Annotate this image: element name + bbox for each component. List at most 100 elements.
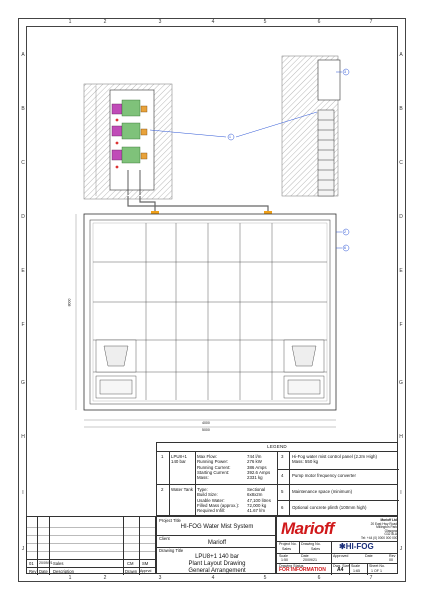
scale-value: 1:50 xyxy=(281,558,288,562)
legend-num-6: 6 xyxy=(281,505,284,510)
control-panel xyxy=(317,59,341,101)
legend-specs-2: Type: Build Size: Usable Water: Filled M… xyxy=(197,487,240,514)
approved-label: Approved xyxy=(333,554,349,558)
rev-header-desc: Description xyxy=(53,569,74,574)
callout-6: 6 xyxy=(344,246,346,250)
drawing-title-line-3: General Arrangement xyxy=(188,568,246,574)
tank-hatch-left xyxy=(95,339,137,399)
callout-circles xyxy=(227,68,350,252)
company-address: Marioff Ltd 20 East Hwy Road Millington … xyxy=(361,518,398,540)
drawing-no-label: Drawing No. xyxy=(301,542,321,546)
callout-1: 1 xyxy=(229,135,231,139)
rev-desc-cell: Sales xyxy=(53,561,64,566)
drawing-title-line-1: LPU8+1 140 bar xyxy=(195,554,239,560)
legend-name-2: Water Tank xyxy=(171,487,193,492)
row-j: J xyxy=(399,546,403,552)
legend-num-5: 5 xyxy=(281,489,284,494)
row-d: D xyxy=(399,214,403,220)
drawing-title-line-2: Plant Layout Drawing xyxy=(188,561,246,567)
dim-overall-width: 5000 xyxy=(202,428,210,432)
legend-text-5: Maintenance space (minimum) xyxy=(292,489,353,494)
legend-name-1: LPU8+1 140 bar xyxy=(171,454,187,465)
legend-specs-1: Max Flow: Running Power: Running Current… xyxy=(197,454,231,481)
dim-inner-width: 4000 xyxy=(202,421,210,425)
row-j: J xyxy=(21,546,25,552)
row-c: C xyxy=(399,160,403,166)
date2-label: Date xyxy=(365,554,373,558)
col-2: 2 xyxy=(103,19,107,25)
project-no: Sales xyxy=(282,547,291,551)
drawing-no: Sales xyxy=(311,547,320,551)
pump-unit xyxy=(109,89,155,195)
row-a: A xyxy=(399,52,403,58)
revision-block: 01 20/09/21 Sales CM SM Rev Date Descrip… xyxy=(26,516,156,575)
legend-text-4: Pump motor frequency converter xyxy=(292,473,356,478)
rev-drawn-cell: CM xyxy=(127,561,134,566)
col-5: 5 xyxy=(263,19,267,25)
title-block-center: Project Title HI-FOG Water Mist System C… xyxy=(156,516,276,574)
callout-leaders xyxy=(149,71,342,249)
col-1: 1 xyxy=(68,19,72,25)
dim-height: 8000 xyxy=(67,298,72,307)
dwg-size-label: Dwg. Size xyxy=(333,564,350,568)
col-4: 4 xyxy=(211,19,215,25)
hifog-logo: ✱HI-FOG xyxy=(339,542,374,551)
legend-num-1: 1 xyxy=(161,454,164,459)
col-3: 3 xyxy=(158,575,162,581)
rev-value: 00 xyxy=(389,558,393,562)
snowflake-icon: ✱ xyxy=(339,542,346,551)
client-label: Client xyxy=(159,536,170,541)
rev-apprvd-cell: SM xyxy=(142,561,149,566)
legend-text-3: Hi-Fog water mist control panel (2.2m Hi… xyxy=(292,454,377,465)
row-g: G xyxy=(21,380,25,386)
row-c: C xyxy=(21,160,25,166)
drawing-title-label: Drawing Title xyxy=(159,548,184,553)
drawing-status-label: Drawing Status xyxy=(279,564,304,568)
legend-table: LEGEND 1 LPU8+1 140 bar Max Flow: Runnin… xyxy=(156,442,399,517)
project-no-label: Project No. xyxy=(279,542,297,546)
row-f: F xyxy=(21,322,25,328)
legend-values-2: Sectional 6x8x2m 47,100 litres 72,000 kg… xyxy=(247,487,271,514)
rev-date-cell: 20/09/21 xyxy=(39,561,53,565)
dimensions xyxy=(75,86,336,428)
row-e: E xyxy=(21,268,25,274)
legend-values-1: 744 l/m 276 kW 386 Amps 392.6 Amps 2331 … xyxy=(247,454,271,481)
callout-3: 3 xyxy=(344,70,346,74)
sheet-scale: 1:65 xyxy=(353,569,360,573)
callout-2: 2 xyxy=(344,230,346,234)
legend-num-3: 3 xyxy=(281,454,284,459)
date-label: Date xyxy=(301,554,309,558)
col-6: 6 xyxy=(317,19,321,25)
col-3: 3 xyxy=(158,19,162,25)
dwg-size: A4 xyxy=(337,567,344,573)
tank-hatch-right xyxy=(283,339,325,399)
project-title-label: Project Title xyxy=(159,518,181,523)
row-f: F xyxy=(399,322,403,328)
sheet-no: 1 OF 1 xyxy=(371,569,382,573)
row-i: I xyxy=(400,490,402,496)
row-b: B xyxy=(21,106,25,112)
frequency-converters xyxy=(317,109,335,197)
client-name: Marioff xyxy=(207,540,227,546)
sheet-border xyxy=(18,18,406,582)
row-e: E xyxy=(399,268,403,274)
drawing-status: FOR INFORMATION xyxy=(279,567,326,573)
legend-num-4: 4 xyxy=(281,473,284,478)
row-b: B xyxy=(399,106,403,112)
sheet-no-label: Sheet No. xyxy=(369,564,385,568)
row-d: D xyxy=(21,214,25,220)
legend-num-2: 2 xyxy=(161,487,164,492)
rev-cell: 01 xyxy=(29,561,34,566)
scale-label: Scale xyxy=(279,554,288,558)
sheet-scale-label: Scale xyxy=(351,564,360,568)
rev-header-apprvd: Apprvd xyxy=(140,569,152,573)
col-5: 5 xyxy=(263,575,267,581)
col-4: 4 xyxy=(211,575,215,581)
rev-header-date: Date xyxy=(39,569,48,574)
col-2: 2 xyxy=(103,575,107,581)
row-i: I xyxy=(22,490,24,496)
row-a: A xyxy=(21,52,25,58)
rev-header-drawn: Drawn xyxy=(125,569,138,574)
row-h: H xyxy=(21,434,25,440)
